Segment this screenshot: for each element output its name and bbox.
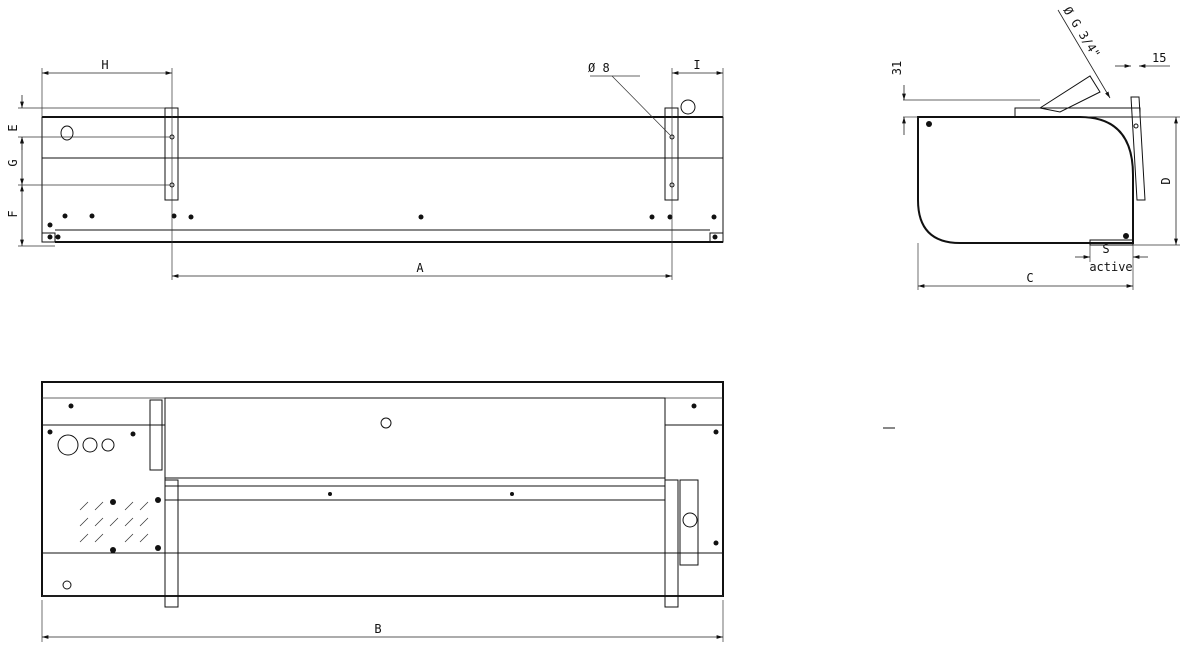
pipe-thread-label: Ø G 3/4": [1060, 4, 1103, 60]
dim-f-label: F: [6, 210, 20, 217]
front-view: H I Ø 8 E G F A: [6, 58, 724, 280]
side-view: 31 Ø G 3/4" 15 D S active C: [890, 4, 1180, 290]
mounting-bracket-left: [164, 107, 179, 201]
dim-e-label: E: [6, 124, 20, 131]
mounting-bracket-right: [664, 107, 679, 201]
hole-diameter-label: Ø 8: [588, 61, 610, 75]
bracket-right: [664, 479, 679, 608]
dim-s-label: S: [1102, 242, 1109, 256]
dim-i-label: I: [693, 58, 700, 72]
dim-15-label: 15: [1152, 51, 1166, 65]
dim-b-label: B: [374, 622, 381, 636]
dim-c-label: C: [1026, 271, 1033, 285]
bracket-left: [164, 479, 179, 608]
dim-a-label: A: [416, 261, 424, 275]
bottom-view: B: [41, 381, 724, 642]
vent-slots: [79, 501, 149, 543]
active-label: active: [1089, 260, 1132, 274]
dim-g-label: G: [6, 159, 20, 166]
dim-h-label: H: [101, 58, 108, 72]
dim-31-label: 31: [890, 61, 904, 75]
dim-d-label: D: [1159, 177, 1173, 184]
